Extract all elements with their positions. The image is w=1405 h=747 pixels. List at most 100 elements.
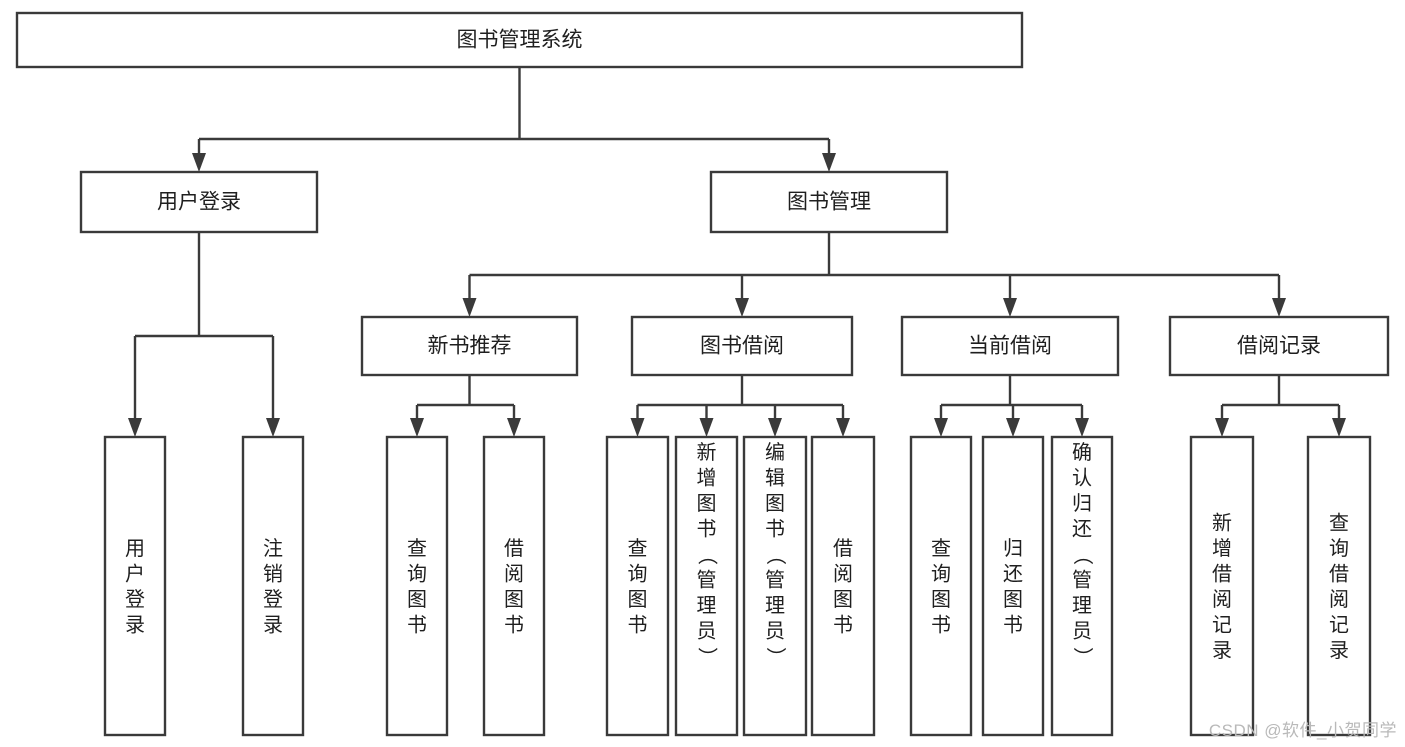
connector-arrowhead: [1272, 298, 1286, 317]
connector-arrowhead: [630, 418, 645, 437]
node-label-char: 管: [697, 569, 717, 592]
connector-arrowhead: [1075, 418, 1089, 437]
node-box-leaf-borrow-book: [810, 435, 876, 737]
connector-arrowhead: [462, 298, 477, 317]
connector-group-user-login: [128, 232, 280, 437]
node-box-leaf-confirm-return-admin: [1050, 435, 1114, 737]
node-label-char: 户: [125, 562, 145, 585]
node-label-char: 借: [833, 537, 853, 560]
node-label-char: ）: [696, 647, 719, 667]
node-label-char: 查: [931, 537, 951, 560]
node-label-char: 书: [504, 613, 524, 636]
node-label-char: 注: [263, 537, 283, 560]
node-root[interactable]: 图书管理系统: [15, 11, 1024, 69]
node-label-char: 阅: [504, 562, 524, 585]
connector-arrowhead: [192, 153, 206, 172]
node-label-char: 新: [697, 441, 717, 464]
node-label-char: 书: [765, 518, 785, 541]
node-label-char: 查: [628, 537, 648, 560]
node-leaf-query-book-current[interactable]: 查询图书查询图书: [909, 435, 973, 737]
node-label-char: 图: [504, 589, 524, 611]
connector-arrowhead: [822, 153, 836, 172]
node-label-char: 书: [1003, 613, 1023, 636]
node-leaf-logout-login[interactable]: 注销登录注销登录: [241, 435, 305, 737]
node-label-char: 书: [833, 613, 853, 636]
connector-group-new-book-recommend: [410, 375, 521, 437]
connector-group-root: [192, 67, 836, 172]
node-label-borrow-record: 借阅记录: [1237, 335, 1321, 358]
node-leaf-query-borrow-record[interactable]: 查询借阅记录查询借阅记录: [1306, 435, 1372, 737]
node-label-char: 阅: [1329, 588, 1349, 611]
node-leaf-query-book-rec[interactable]: 查询图书查询图书: [385, 435, 449, 737]
node-label-book-borrow: 图书借阅: [700, 335, 784, 358]
node-label-root: 图书管理系统: [457, 29, 583, 52]
node-label-char: 阅: [1212, 588, 1232, 611]
node-new-book-recommend[interactable]: 新书推荐: [360, 315, 579, 377]
node-box-leaf-query-borrow-record: [1306, 435, 1372, 737]
node-label-char: 员: [1072, 621, 1092, 643]
node-leaf-query-book-borrow[interactable]: 查询图书查询图书: [605, 435, 670, 737]
node-label-char: 管: [765, 569, 785, 592]
connector-group-book-borrow: [630, 375, 850, 437]
node-leaf-borrow-book-rec[interactable]: 借阅图书借阅图书: [482, 435, 546, 737]
node-label-char: 编: [765, 441, 785, 464]
node-label-char: 图: [628, 589, 648, 611]
node-book-borrow[interactable]: 图书借阅: [630, 315, 854, 377]
node-leaf-borrow-book[interactable]: 借阅图书借阅图书: [810, 435, 876, 737]
node-box-borrow-record: [1168, 315, 1390, 377]
node-label-char: 书: [697, 518, 717, 541]
node-box-leaf-logout-login: [241, 435, 305, 737]
node-label-char: 询: [628, 562, 648, 585]
node-label-current-borrow: 当前借阅: [968, 335, 1052, 358]
node-book-manage[interactable]: 图书管理: [709, 170, 949, 234]
node-label-char: 书: [628, 613, 648, 636]
node-box-book-manage: [709, 170, 949, 234]
node-label-char: 查: [1329, 511, 1349, 534]
node-label-char: 查: [407, 537, 427, 560]
connector-arrowhead: [1332, 418, 1346, 437]
node-box-new-book-recommend: [360, 315, 579, 377]
node-current-borrow[interactable]: 当前借阅: [900, 315, 1120, 377]
node-leaf-add-borrow-record[interactable]: 新增借阅记录新增借阅记录: [1189, 435, 1255, 737]
connector-arrowhead: [1003, 298, 1017, 317]
node-box-leaf-edit-book-admin: [742, 435, 808, 737]
node-label-char: 新: [1212, 511, 1232, 534]
node-box-leaf-query-book-rec: [385, 435, 449, 737]
node-label-char: 询: [931, 562, 951, 585]
node-label-char: 借: [1329, 562, 1349, 585]
node-user-login[interactable]: 用户登录: [79, 170, 319, 234]
node-label-char: 增: [1212, 537, 1232, 560]
node-box-book-borrow: [630, 315, 854, 377]
node-label-char: 确: [1072, 441, 1092, 464]
node-box-leaf-return-book: [981, 435, 1045, 737]
node-label-char: 记: [1329, 613, 1349, 636]
node-layer: 图书管理系统用户登录图书管理新书推荐图书借阅当前借阅借阅记录用户登录用户登录注销…: [15, 11, 1390, 737]
node-box-user-login: [79, 170, 319, 234]
connector-group-borrow-record: [1215, 375, 1346, 437]
node-label-char: 询: [407, 562, 427, 585]
node-label-char: 归: [1003, 537, 1023, 560]
connector-arrowhead: [934, 418, 948, 437]
node-label-char: 登: [125, 588, 145, 611]
node-leaf-user-login[interactable]: 用户登录用户登录: [103, 435, 167, 737]
node-label-char: 录: [125, 614, 145, 636]
connector-arrowhead: [128, 418, 142, 437]
node-label-char: 书: [407, 613, 427, 636]
node-label-new-book-recommend: 新书推荐: [428, 335, 512, 358]
node-label-char: 询: [1329, 537, 1349, 560]
node-box-current-borrow: [900, 315, 1120, 377]
csdn-watermark: CSDN @软件_小贺同学: [1208, 721, 1397, 740]
node-label-char: 图: [1003, 589, 1023, 611]
node-label-char: 还: [1003, 562, 1023, 585]
node-label-book-manage: 图书管理: [787, 191, 871, 214]
connector-arrowhead: [768, 418, 782, 437]
node-label-char: 用: [125, 538, 145, 560]
node-leaf-return-book[interactable]: 归还图书归还图书: [981, 435, 1045, 737]
node-borrow-record[interactable]: 借阅记录: [1168, 315, 1390, 377]
connector-arrowhead: [735, 298, 749, 317]
